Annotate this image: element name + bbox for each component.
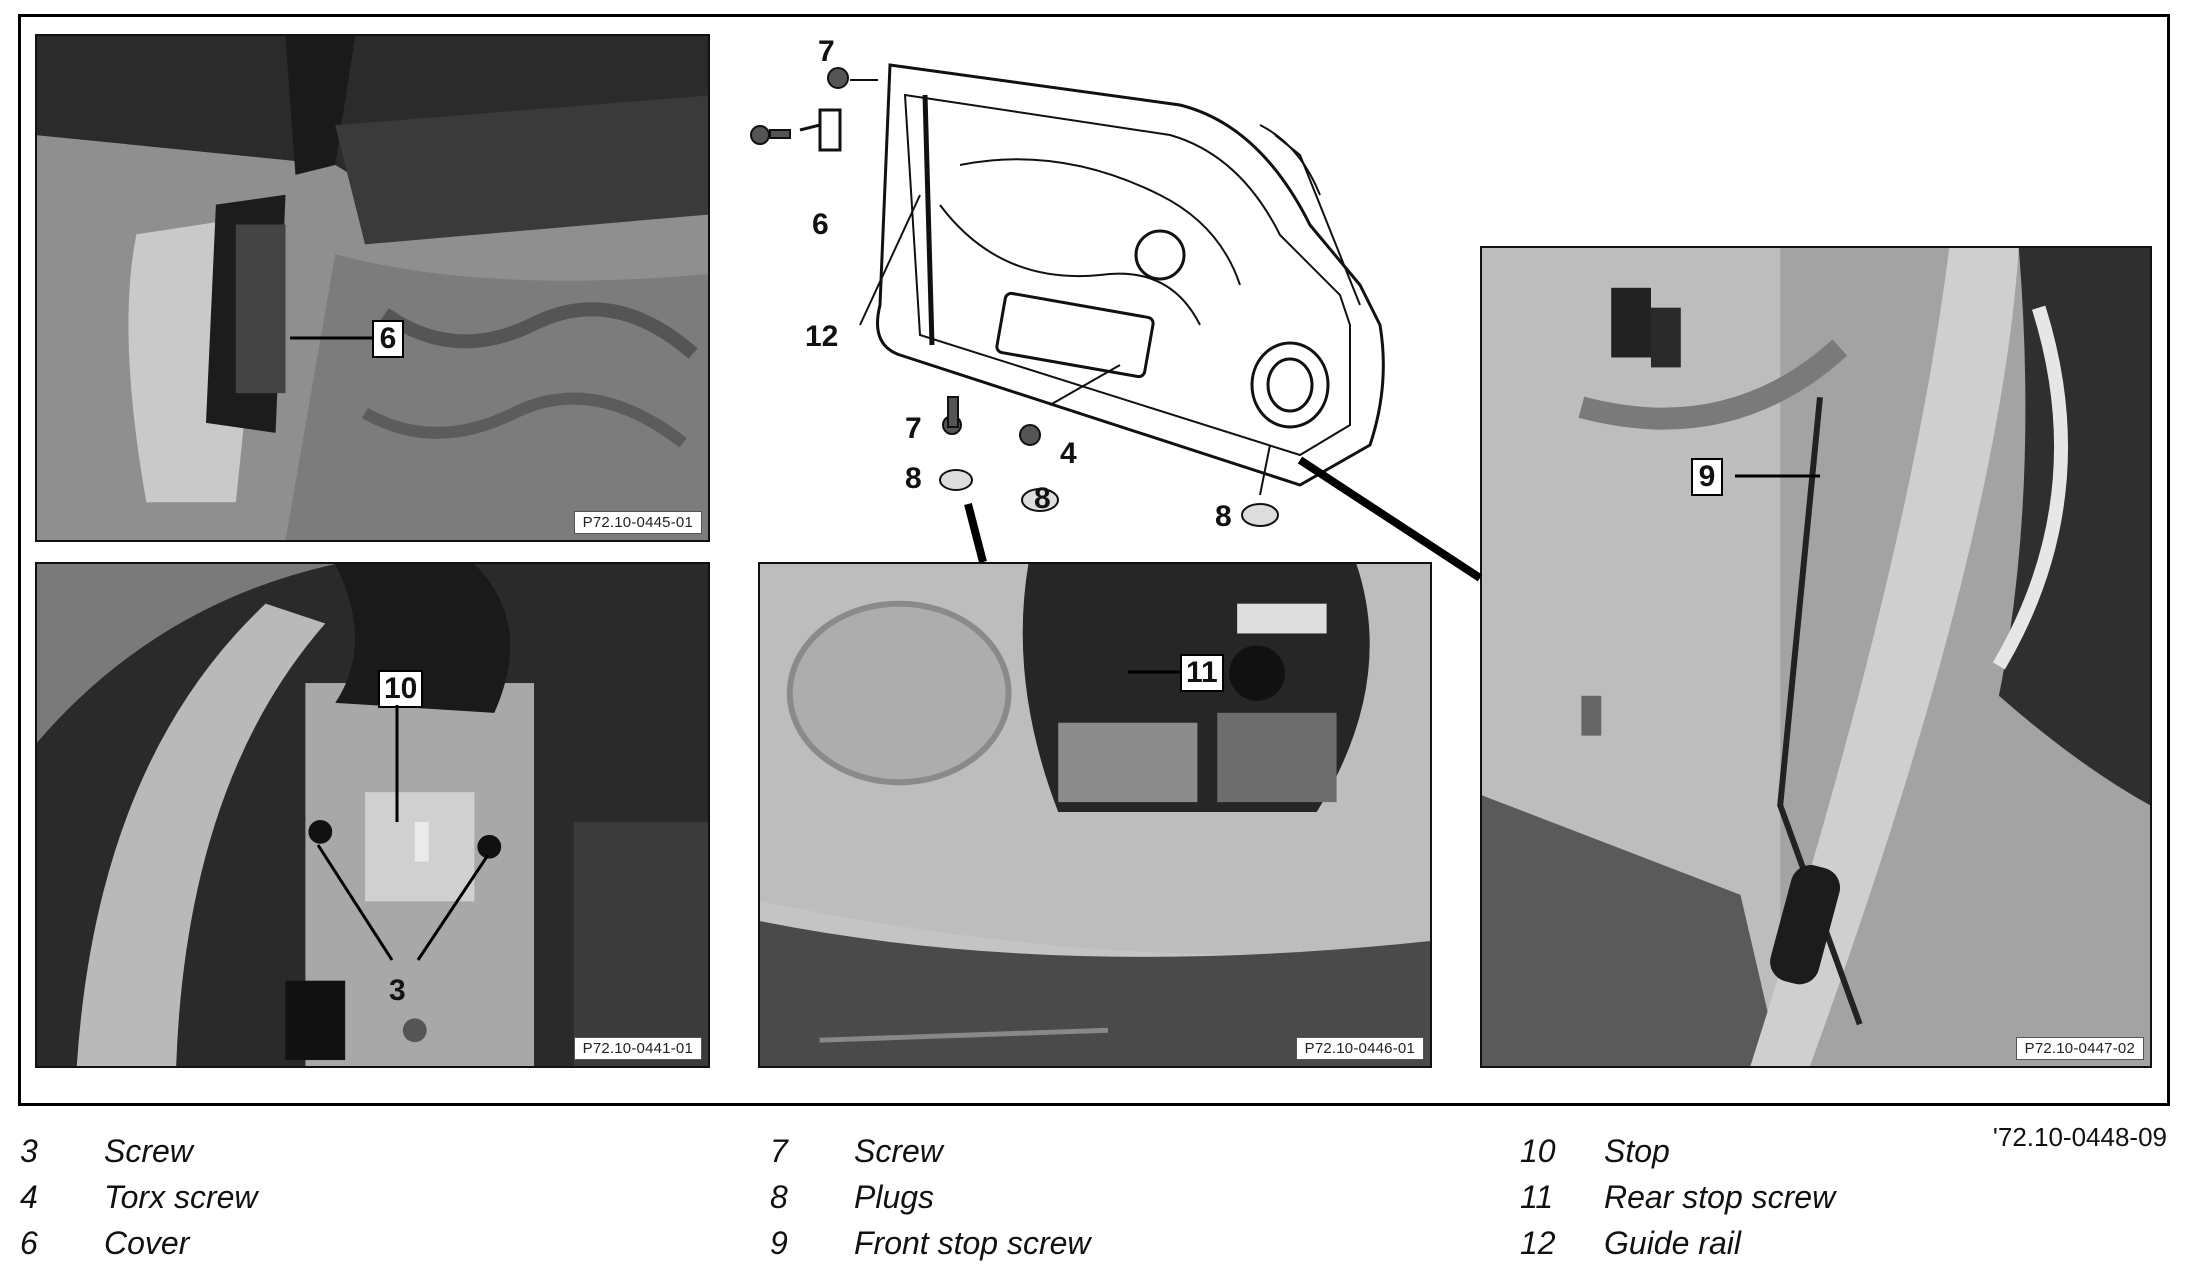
photo-code: P72.10-0441-01 [573,1037,702,1060]
legend-label: Stop [1604,1133,1670,1169]
legend-number: 7 [770,1133,788,1169]
legend-number: 3 [20,1133,38,1169]
photo-front-stop: P72.10-0447-02 [1480,246,2152,1068]
legend-item: 11 Rear stop screw [1520,1174,1835,1220]
legend-label: Guide rail [1604,1225,1741,1261]
legend-label: Cover [104,1225,190,1261]
legend-number: 4 [20,1179,38,1215]
door-exploded-diagram [700,25,1450,545]
door-diagram-drawing [750,63,1385,527]
legend-label: Screw [854,1133,943,1169]
legend-col-2: 7 Screw 8 Plugs 9 Front stop screw [770,1128,1091,1266]
diagram-callout-7-top: 7 [818,35,835,68]
legend-label: Screw [104,1133,193,1169]
diagram-callout-8-mid: 8 [1034,482,1051,515]
photo-rear-stop: P72.10-0446-01 [758,562,1432,1068]
legend-label: Front stop screw [854,1225,1091,1261]
callout-9-front-stop-screw: 9 [1691,458,1723,496]
legend-item: 9 Front stop screw [770,1220,1091,1266]
diagram-callout-8-right: 8 [1215,500,1232,533]
legend-label: Rear stop screw [1604,1179,1836,1215]
legend-col-1: 3 Screw 4 Torx screw 6 Cover [20,1128,258,1266]
photo-cover: P72.10-0445-01 [35,34,710,542]
legend-item: 4 Torx screw [20,1174,258,1220]
diagram-callout-8-left: 8 [905,462,922,495]
callout-11-rear-stop-screw: 11 [1180,654,1224,692]
photo-stop-image [37,564,708,1066]
photo-code: P72.10-0445-01 [573,511,702,534]
photo-front-stop-image [1482,248,2150,1066]
legend-item: 12 Guide rail [1520,1220,1835,1266]
legend-number: 11 [1520,1179,1554,1215]
callout-6-cover-photo: 6 [372,320,404,358]
legend-item: 7 Screw [770,1128,1091,1174]
legend-item: 10 Stop [1520,1128,1835,1174]
diagram-callout-12: 12 [805,320,839,353]
legend-number: 9 [770,1225,788,1261]
legend-number: 10 [1520,1133,1556,1169]
legend-label: Plugs [854,1179,935,1215]
legend-item: 6 Cover [20,1220,258,1266]
legend-item: 8 Plugs [770,1174,1091,1220]
photo-code: P72.10-0447-02 [2015,1037,2144,1060]
legend-label: Torx screw [104,1179,258,1215]
photo-cover-image [37,36,708,540]
callout-3-screw: 3 [389,974,406,1007]
callout-10-stop: 10 [378,670,424,708]
legend-number: 8 [770,1179,788,1215]
diagram-callout-7-bottom: 7 [905,412,922,445]
legend-item: 3 Screw [20,1128,258,1174]
photo-code: P72.10-0446-01 [1295,1037,1424,1060]
diagram-callout-6: 6 [812,208,829,241]
photo-rear-stop-image [760,564,1430,1066]
diagram-callout-4: 4 [1060,437,1077,470]
legend-col-3: 10 Stop 11 Rear stop screw 12 Guide rail [1520,1128,1835,1266]
legend-number: 6 [20,1225,38,1261]
photo-stop: P72.10-0441-01 [35,562,710,1068]
legend-number: 12 [1520,1225,1556,1261]
figure-id: '72.10-0448-09 [1992,1122,2167,1152]
